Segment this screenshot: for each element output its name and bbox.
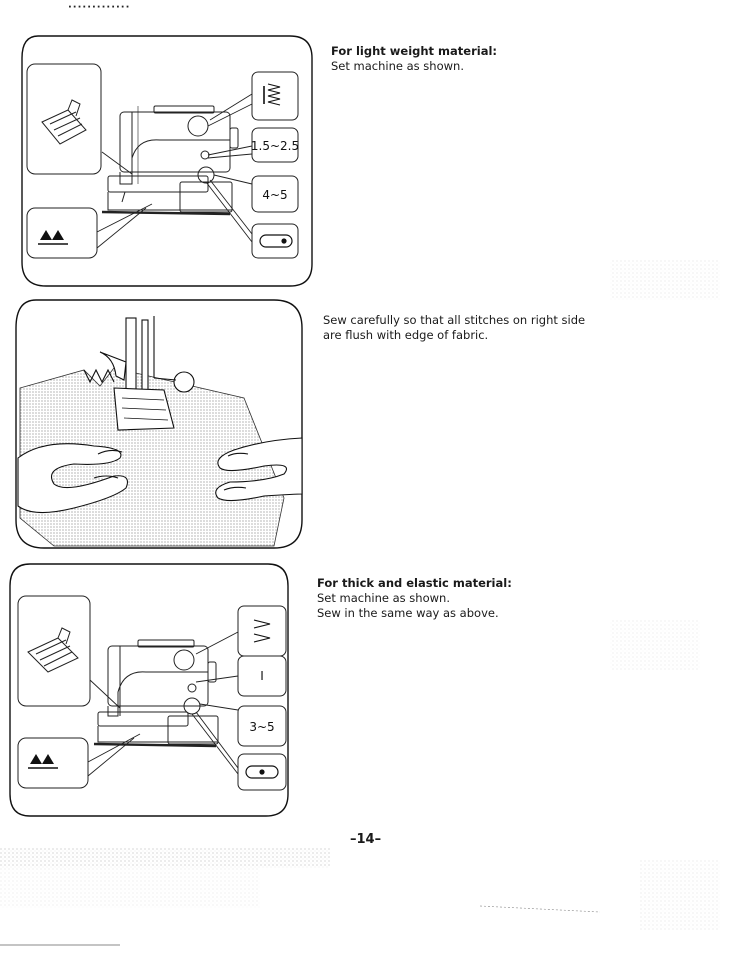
sewing-hands-illustration <box>14 298 306 552</box>
stitch-width-setting: 3~5 <box>249 720 274 734</box>
instruction-line: Sew carefully so that all stitches on ri… <box>323 313 586 327</box>
thick-elastic-setup-illustration: I 3~5 <box>8 562 292 820</box>
left-hand <box>17 443 129 514</box>
section-heading: For light weight material: <box>331 44 498 58</box>
instruction-line: Set machine as shown. <box>317 591 450 605</box>
section-heading: For thick and elastic material: <box>317 576 512 590</box>
presser-foot-icon <box>41 99 87 145</box>
light-weight-setup-illustration: 1.5~2.5 4~5 <box>20 34 318 290</box>
stitch-pattern-zigzag-icon <box>253 619 271 643</box>
thick-elastic-instructions: For thick and elastic material: Set mach… <box>317 576 637 621</box>
instruction-line: Sew in the same way as above. <box>317 606 499 620</box>
feed-dog-up-icon <box>40 230 64 240</box>
stitch-pattern-zigzag-icon <box>263 83 281 106</box>
feed-dog-up-icon <box>30 754 54 764</box>
presser-foot-and-needle <box>99 316 195 431</box>
sewing-instructions: Sew carefully so that all stitches on ri… <box>323 313 643 343</box>
header-fragment: ············· <box>68 2 131 13</box>
stitch-length-setting: 1.5~2.5 <box>251 139 299 153</box>
stitch-length-setting: I <box>260 669 264 683</box>
right-hand <box>215 437 303 502</box>
sewing-machine-drawing <box>93 639 219 748</box>
instruction-line: are flush with edge of fabric. <box>323 328 489 342</box>
buttonhole-lever-icon <box>245 765 279 779</box>
instruction-line: Set machine as shown. <box>331 59 464 73</box>
page-number: –14– <box>350 832 382 847</box>
stitch-width-setting: 4~5 <box>262 188 287 202</box>
buttonhole-lever-icon <box>259 234 293 248</box>
presser-foot-icon <box>27 627 79 673</box>
light-weight-instructions: For light weight material: Set machine a… <box>331 44 631 74</box>
